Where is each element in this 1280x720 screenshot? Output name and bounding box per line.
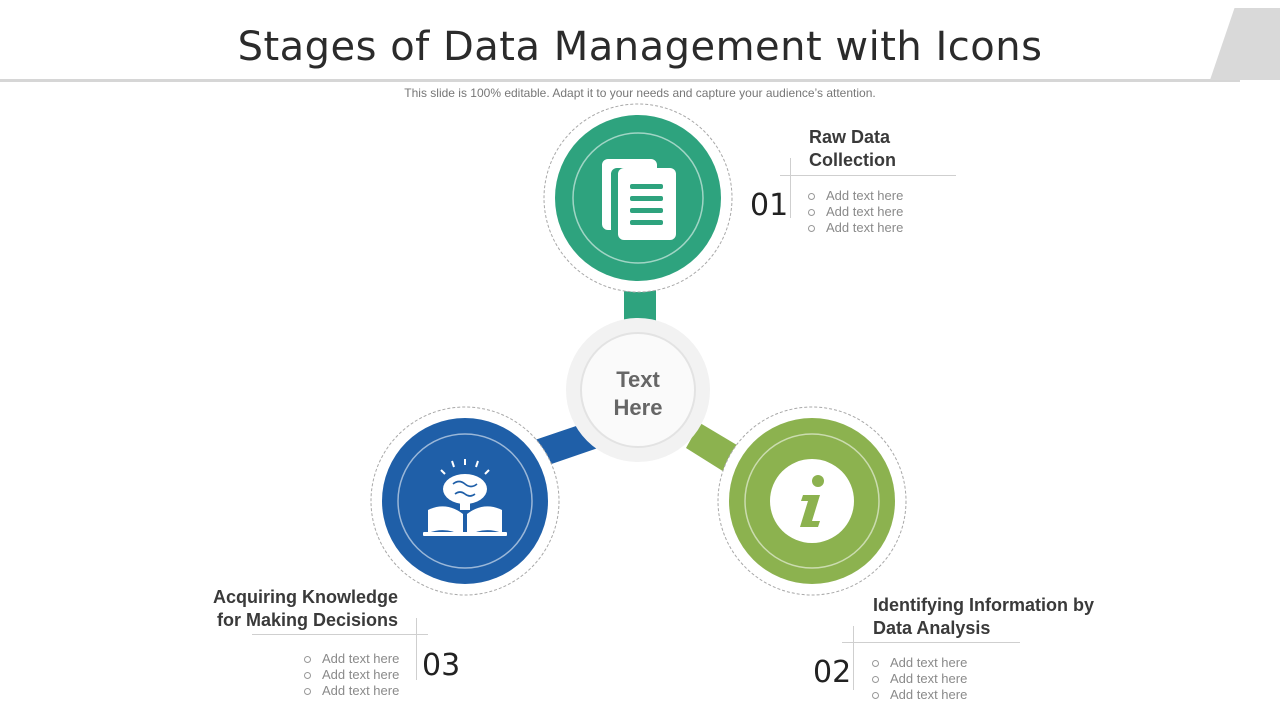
list-item: Add text here [872, 671, 967, 687]
stage-3-number: 03 [422, 648, 461, 683]
stage-3-vdivider [416, 618, 417, 680]
stage-2-number: 02 [813, 655, 852, 690]
brain-book-icon [423, 459, 507, 536]
list-item: Add text here [304, 683, 399, 699]
stage-2-title-line2: Data Analysis [873, 618, 991, 638]
stage-2-title-line1: Identifying Information by [873, 595, 1094, 615]
slide-title: Stages of Data Management with Icons [237, 24, 1043, 70]
stage-1-bullets: Add text here Add text here Add text her… [808, 188, 903, 236]
slide-subtitle: This slide is 100% editable. Adapt it to… [404, 86, 876, 100]
list-item: Add text here [808, 188, 903, 204]
stage-1-title-line2: Collection [809, 150, 897, 170]
hub-label-line2: Here [613, 395, 663, 420]
list-item: Add text here [304, 651, 399, 667]
hub-label-line1: Text [616, 367, 660, 392]
stage-3-title: Acquiring Knowledge for Making Decisions [180, 586, 398, 632]
info-icon [770, 459, 854, 543]
title-underline [0, 79, 1240, 82]
stage-1-vdivider [790, 158, 791, 218]
stage-2-divider [842, 642, 1020, 643]
stage-2-title: Identifying Information by Data Analysis [873, 594, 1094, 640]
stage-3-title-line2: for Making Decisions [216, 610, 398, 630]
list-item: Add text here [304, 667, 399, 683]
stage-3-title-line1: Acquiring Knowledge [212, 587, 398, 607]
stage-2-bullets: Add text here Add text here Add text her… [872, 655, 967, 703]
list-item: Add text here [808, 204, 903, 220]
stage-1-divider [780, 175, 956, 176]
hub-label: Text Here [588, 366, 688, 422]
stage-2-vdivider [853, 626, 854, 690]
list-item: Add text here [872, 687, 967, 703]
documents-icon [602, 159, 676, 240]
center-hub [566, 318, 710, 462]
list-item: Add text here [872, 655, 967, 671]
stage-3-divider [252, 634, 428, 635]
stage-1-title: Raw Data Collection [809, 126, 896, 172]
stage-1-number: 01 [750, 188, 789, 223]
stage-3-bullets: Add text here Add text here Add text her… [304, 651, 399, 699]
stage-1-title-line1: Raw Data [809, 127, 891, 147]
list-item: Add text here [808, 220, 903, 236]
